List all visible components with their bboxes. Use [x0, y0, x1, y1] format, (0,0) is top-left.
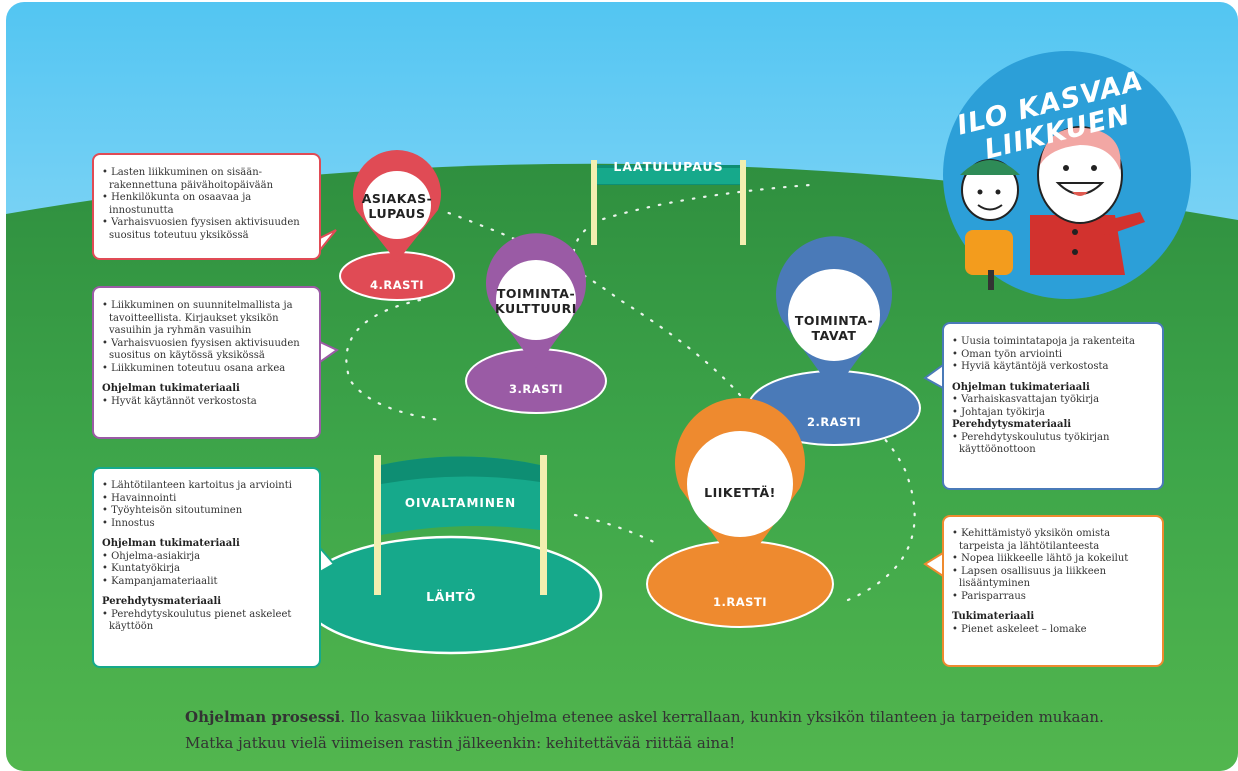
- bottom-banner-label: OIVALTAMINEN: [404, 496, 517, 510]
- pin-3-title: TOIMINTA- KULTTUURI: [490, 286, 582, 316]
- list-item: Henkilökunta on osaavaa ja innostunutta: [102, 192, 311, 217]
- box-blue: Uusia toimintatapoja ja rakenteita Oman …: [942, 322, 1164, 490]
- pin-2-rasti-label: 2.RASTI: [806, 415, 862, 429]
- box-red: Lasten liikkuminen on sisään-rakennettun…: [92, 153, 321, 260]
- start-label: LÄHTÖ: [426, 589, 476, 604]
- box-blue-heading1: Ohjelman tukimateriaali: [952, 381, 1090, 393]
- pin-1-rasti-label: 1.RASTI: [712, 595, 768, 609]
- box-purple-list: Liikkuminen on suunnitelmallista ja tavo…: [102, 300, 311, 375]
- list-item: Pienet askeleet – lomake: [952, 624, 1154, 637]
- list-item: Lapsen osallisuus ja liikkeen lisääntymi…: [952, 566, 1154, 591]
- box-teal: Lähtötilanteen kartoitus ja arviointi Ha…: [92, 467, 321, 668]
- list-item: Hyviä käytäntöjä verkostosta: [952, 361, 1154, 374]
- caption-bold: Ohjelman prosessi: [185, 708, 341, 726]
- pin-3-rasti-label: 3.RASTI: [508, 382, 564, 396]
- list-item: Ohjelma-asiakirja: [102, 551, 311, 564]
- list-item: Parisparraus: [952, 591, 1154, 604]
- box-orange: Kehittämistyö yksikön omista tarpeista j…: [942, 515, 1164, 667]
- caption: Ohjelman prosessi. Ilo kasvaa liikkuen-o…: [185, 704, 1145, 756]
- list-item: Liikkuminen toteutuu osana arkea: [102, 363, 311, 376]
- logo-illustration: [943, 51, 1191, 299]
- pin-1-title: LIIKETTÄ!: [704, 485, 776, 500]
- list-item: Johtajan työkirja: [952, 407, 1154, 420]
- list-item: Lähtötilanteen kartoitus ja arviointi: [102, 480, 311, 493]
- box-teal-heading1: Ohjelman tukimateriaali: [102, 538, 240, 549]
- list-item: Innostus: [102, 518, 311, 531]
- list-item: Oman työn arviointi: [952, 349, 1154, 362]
- box-teal-sub2: Perehdytyskoulutus pienet askeleet käytt…: [102, 609, 311, 634]
- box-blue-list: Uusia toimintatapoja ja rakenteita Oman …: [952, 336, 1154, 374]
- box-orange-heading: Tukimateriaali: [952, 611, 1035, 622]
- pin-4-line1: ASIAKAS-: [361, 191, 433, 206]
- box-teal-list: Lähtötilanteen kartoitus ja arviointi Ha…: [102, 480, 311, 530]
- pin-4-rasti-label: 4.RASTI: [369, 278, 425, 292]
- caption-text: . Ilo kasvaa liikkuen-ohjelma etenee ask…: [185, 708, 1104, 752]
- box-blue-sub1: Varhaiskasvattajan työkirja Johtajan työ…: [952, 394, 1154, 419]
- pin-3-rasti: [465, 233, 607, 414]
- list-item: Lasten liikkuminen on sisään-rakennettun…: [102, 167, 311, 192]
- list-item: Varhaisvuosien fyysisen aktivisuuden suo…: [102, 217, 311, 242]
- box-purple-heading: Ohjelman tukimateriaali: [102, 383, 240, 394]
- pin-2-line2: TAVAT: [811, 328, 857, 343]
- box-teal-sub1: Ohjelma-asiakirja Kuntatyökirja Kampanja…: [102, 551, 311, 589]
- list-item: Kampanjamateriaalit: [102, 576, 311, 589]
- pin-4-rasti: [339, 150, 455, 301]
- list-item: Havainnointi: [102, 493, 311, 506]
- bottom-banner: [374, 455, 547, 595]
- pin-4-line2: LUPAUS: [368, 206, 426, 221]
- list-item: Perehdytyskoulutus työkirjan käyttöönott…: [952, 432, 1154, 457]
- box-orange-sub: Pienet askeleet – lomake: [952, 624, 1154, 637]
- box-purple-sub: Hyvät käytännöt verkostosta: [102, 396, 311, 409]
- list-item: Varhaiskasvattajan työkirja: [952, 394, 1154, 407]
- pin-2-line1: TOIMINTA-: [794, 313, 874, 328]
- list-item: Kehittämistyö yksikön omista tarpeista j…: [952, 528, 1154, 553]
- box-purple: Liikkuminen on suunnitelmallista ja tavo…: [92, 286, 321, 439]
- pin-1-rasti: [646, 398, 834, 628]
- box-orange-list: Kehittämistyö yksikön omista tarpeista j…: [952, 528, 1154, 603]
- top-banner-label: LAATULUPAUS: [613, 159, 724, 174]
- box-blue-sub2: Perehdytyskoulutus työkirjan käyttöönott…: [952, 432, 1154, 457]
- list-item: Kuntatyökirja: [102, 563, 311, 576]
- list-item: Uusia toimintatapoja ja rakenteita: [952, 336, 1154, 349]
- list-item: Perehdytyskoulutus pienet askeleet käytt…: [102, 609, 311, 634]
- list-item: Liikkuminen on suunnitelmallista ja tavo…: [102, 300, 311, 338]
- top-banner: [591, 160, 746, 245]
- list-item: Nopea liikkeelle lähtö ja kokeilut: [952, 553, 1154, 566]
- box-red-list: Lasten liikkuminen on sisään-rakennettun…: [102, 167, 311, 242]
- list-item: Työyhteisön sitoutuminen: [102, 505, 311, 518]
- box-teal-heading2: Perehdytysmateriaali: [102, 596, 222, 607]
- pin-4-title: ASIAKAS- LUPAUS: [357, 191, 437, 221]
- list-item: Hyvät käytännöt verkostosta: [102, 396, 311, 409]
- box-blue-heading2: Perehdytysmateriaali: [952, 419, 1072, 430]
- pin-3-line2: KULTTUURI: [495, 301, 577, 316]
- pin-2-title: TOIMINTA- TAVAT: [786, 313, 882, 343]
- list-item: Varhaisvuosien fyysisen aktivisuuden suo…: [102, 338, 311, 363]
- pin-3-line1: TOIMINTA-: [496, 286, 576, 301]
